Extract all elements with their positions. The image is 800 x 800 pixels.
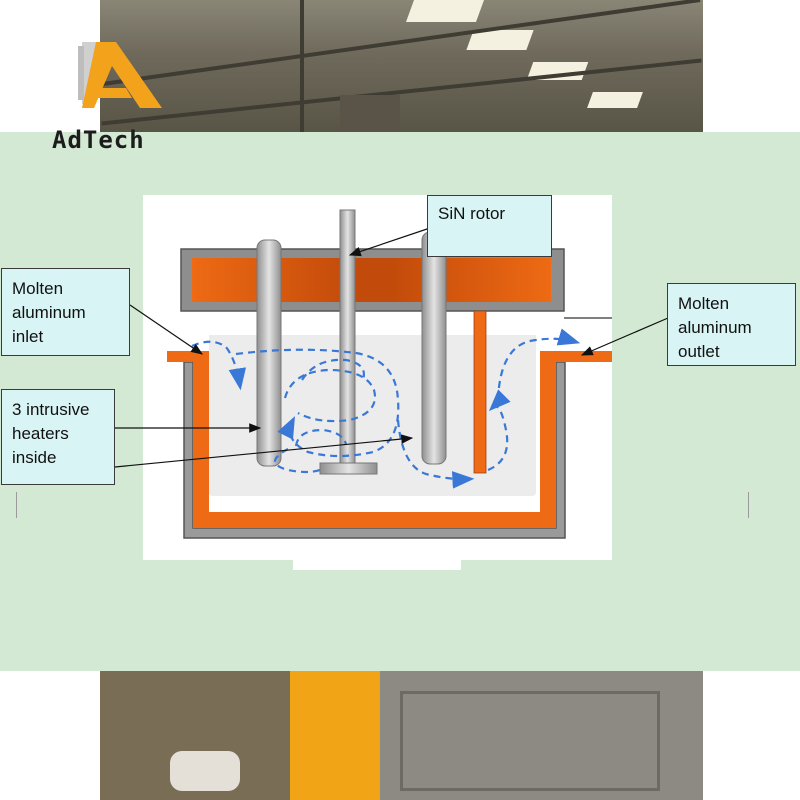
heater-right <box>421 231 447 465</box>
callout-heaters: 3 intrusive heaters inside <box>1 389 115 485</box>
inlet-lip <box>167 351 209 362</box>
factory-ceiling-photo <box>100 0 703 132</box>
outlet-baffle <box>473 310 487 474</box>
diagram-background-tab <box>293 558 461 570</box>
callout-inlet: Molten aluminum inlet <box>1 268 130 356</box>
logo-a-icon <box>78 42 162 108</box>
outlet-leader <box>580 317 669 356</box>
callout-rotor: SiN rotor <box>427 195 552 257</box>
adtech-logo <box>52 40 182 160</box>
heater-leader-2 <box>114 434 414 468</box>
inlet-leader <box>129 304 203 355</box>
edge-mark-right <box>748 492 749 518</box>
callout-heaters-text: 3 intrusive heaters inside <box>12 400 90 467</box>
callout-outlet-text: Molten aluminum outlet <box>678 294 752 361</box>
melt-flow-paths <box>191 328 581 489</box>
leader-lines <box>114 227 669 468</box>
callout-inlet-text: Molten aluminum inlet <box>12 279 86 346</box>
molten-metal-bath <box>209 335 536 496</box>
outlet-lip <box>540 351 612 362</box>
factory-floor-photo <box>100 671 703 800</box>
rotor-leader <box>348 227 431 257</box>
logo-wordmark: AdTech <box>52 126 145 154</box>
rotor-impeller <box>319 462 378 475</box>
edge-mark-left <box>16 492 17 518</box>
rotor-shaft <box>339 209 356 467</box>
callout-rotor-text: SiN rotor <box>438 204 506 223</box>
furnace-vessel <box>167 351 612 539</box>
heater-left <box>256 239 282 467</box>
furnace-lid <box>180 248 565 312</box>
callout-outlet: Molten aluminum outlet <box>667 283 796 366</box>
